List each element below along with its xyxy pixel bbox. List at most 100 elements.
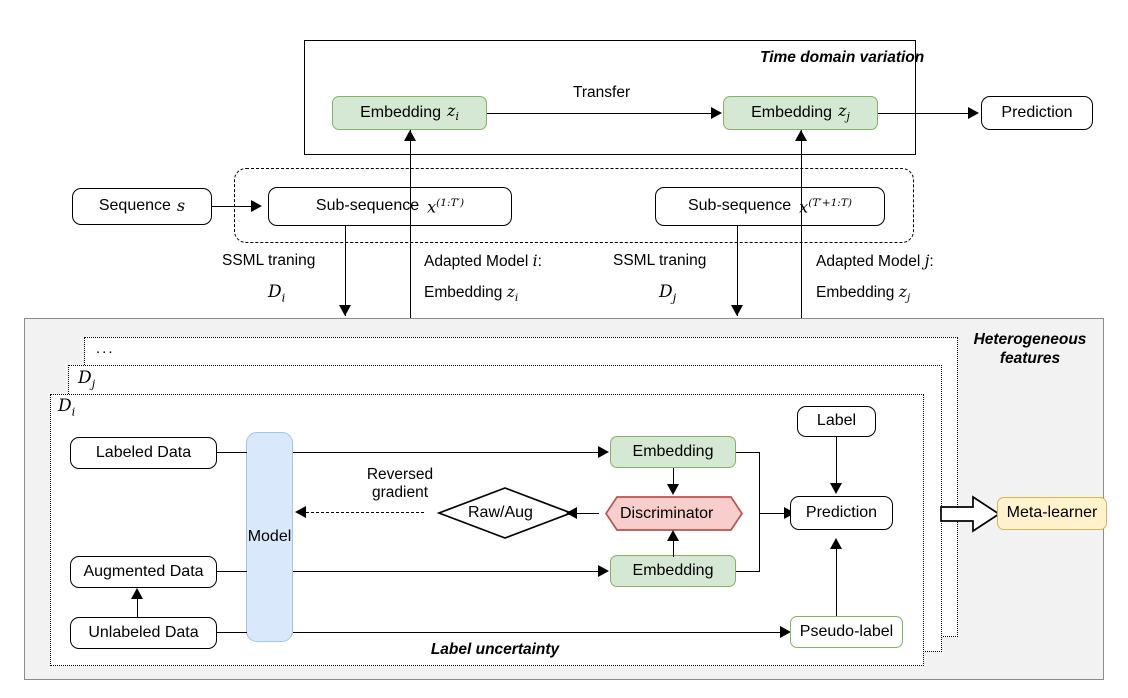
ssml-training-left-label: SSML traning [222,252,316,269]
model-to-embedding-bottom-arrowhead [598,565,609,577]
merge-to-prediction-line [759,513,787,514]
sequence-var: s [176,196,186,216]
sequence-node[interactable]: Sequence s [72,188,212,225]
prediction-bottom-label: Prediction [805,503,878,521]
model-to-pseudolabel-line [293,632,783,633]
model-node[interactable]: Model [246,432,293,642]
time-domain-variation-title: Time domain variation [760,49,925,66]
embedding-zi-node[interactable]: Embedding zi [332,96,487,130]
subseq-right-down-line [737,226,738,316]
subseq-left-down-line [345,226,346,316]
panel-up-to-zj-line [801,130,802,318]
model-label: Model [247,527,292,545]
discriminator-node[interactable] [604,496,744,531]
meta-learner-node[interactable]: Meta-learner [997,497,1107,530]
prediction-top-node[interactable]: Prediction [981,96,1093,130]
embedding-zi-label: Embedding [360,103,442,121]
embedding-bottom-to-discriminator-line [673,537,674,557]
meta-learner-block-arrow-icon [940,495,1001,533]
labeled-data-label: Labeled Data [95,443,192,461]
subsequence-dashed-panel [234,168,914,243]
subseq-right-down-arrowhead [731,305,743,316]
meta-learner-label: Meta-learner [1006,504,1098,522]
embedding-bottom-label: Embedding [632,561,714,579]
pseudo-label-node[interactable]: Pseudo-label [790,616,903,648]
transfer-line [487,113,712,114]
unlabeled-data-node[interactable]: Unlabeled Data [70,617,217,649]
label-node-text: Label [816,412,857,430]
label-to-prediction-arrowhead [830,483,842,494]
zj-to-prediction-arrowhead [968,107,979,119]
labeled-data-node[interactable]: Labeled Data [70,437,217,469]
embedding-zi-math: zi [447,101,459,124]
embedding-bottom-to-discriminator-arrowhead [667,530,679,541]
subsequence-right-math: x(T′+1:T) [799,196,852,216]
panel-up-to-zi-line [410,130,411,318]
augmented-data-label: Augmented Data [83,562,204,580]
discriminator-label: Discriminator [620,505,714,522]
subsequence-right-node[interactable]: Sub-sequence x(T′+1:T) [655,187,885,226]
embedding-top-to-discriminator-line [673,468,674,490]
reversed-gradient-dashed-line [306,512,424,513]
merge-to-prediction-arrowhead [784,507,795,519]
label-to-prediction-line [836,437,837,488]
heterogeneous-features-title: Heterogeneous features [973,331,1087,368]
embedding-top-node[interactable]: Embedding [610,436,736,468]
embedding-zj-node[interactable]: Embedding zj [723,96,878,130]
raw-aug-diamond[interactable] [436,486,574,540]
zj-to-prediction-line [878,113,971,114]
dataset-stack-ellipsis-label: ... [96,340,115,357]
sequence-to-panel-line [212,206,254,207]
ssml-training-right-label: SSML traning [613,252,707,269]
discriminator-to-rawaug-arrowhead [566,507,577,519]
embedding-merge-vertical-line [759,452,760,572]
time-domain-variation-panel [304,40,916,155]
pseudolabel-to-prediction-line [836,545,837,616]
dataset-stack-di-label: Di [58,396,76,419]
model-to-embedding-bottom-line [293,571,601,572]
embedding-top-label: Embedding [632,442,714,460]
subsequence-left-label: Sub-sequence [315,197,420,215]
model-to-embedding-top-line [293,452,601,453]
unlabeled-to-model-line [217,632,247,633]
subsequence-left-node[interactable]: Sub-sequence x(1:T′) [268,187,512,226]
prediction-bottom-node[interactable]: Prediction [790,496,893,530]
subsequence-right-label: Sub-sequence [687,197,792,215]
dataset-stack-dj-label: Dj [78,368,96,391]
augmented-data-node[interactable]: Augmented Data [70,556,217,588]
transfer-label: Transfer [573,84,631,101]
adapted-model-i-label: Adapted Model i: [424,252,542,270]
adapted-model-j-embedding-label: Embedding zj [816,283,911,305]
subsequence-left-math: x(1:T′) [427,196,465,216]
dataset-di-label: Di [268,282,286,305]
pseudolabel-to-prediction-arrowhead [830,538,842,549]
embedding-zj-label: Embedding [751,103,833,121]
prediction-top-label: Prediction [1001,103,1073,121]
sequence-to-panel-arrowhead [251,200,262,212]
model-to-pseudolabel-arrowhead [780,626,791,638]
panel-up-to-zj-arrowhead [795,130,807,141]
unlabeled-to-augmented-line [137,596,138,618]
dataset-dj-label: Dj [659,282,677,305]
adapted-model-i-embedding-label: Embedding zi [424,283,519,305]
embedding-top-to-discriminator-arrowhead [667,484,679,495]
embedding-top-merge-line [736,452,760,453]
transfer-arrowhead [711,107,722,119]
unlabeled-to-augmented-arrowhead [131,588,143,599]
reversed-gradient-arrowhead [295,506,306,518]
label-node[interactable]: Label [797,406,876,437]
subseq-left-down-arrowhead [339,305,351,316]
pseudo-label-text: Pseudo-label [799,622,894,640]
discriminator-to-rawaug-line [573,513,599,514]
embedding-bottom-node[interactable]: Embedding [610,555,736,587]
panel-up-to-zi-arrowhead [404,130,416,141]
unlabeled-data-label: Unlabeled Data [88,623,199,641]
embedding-bottom-merge-line [736,571,760,572]
reversed-gradient-label: Reversed gradient [366,466,434,501]
model-to-embedding-top-arrowhead [598,446,609,458]
embedding-zj-math: zj [838,101,850,124]
label-uncertainty-title: Label uncertainty [430,641,560,658]
sequence-label: Sequence [98,197,171,215]
labeled-to-model-line [217,452,247,453]
